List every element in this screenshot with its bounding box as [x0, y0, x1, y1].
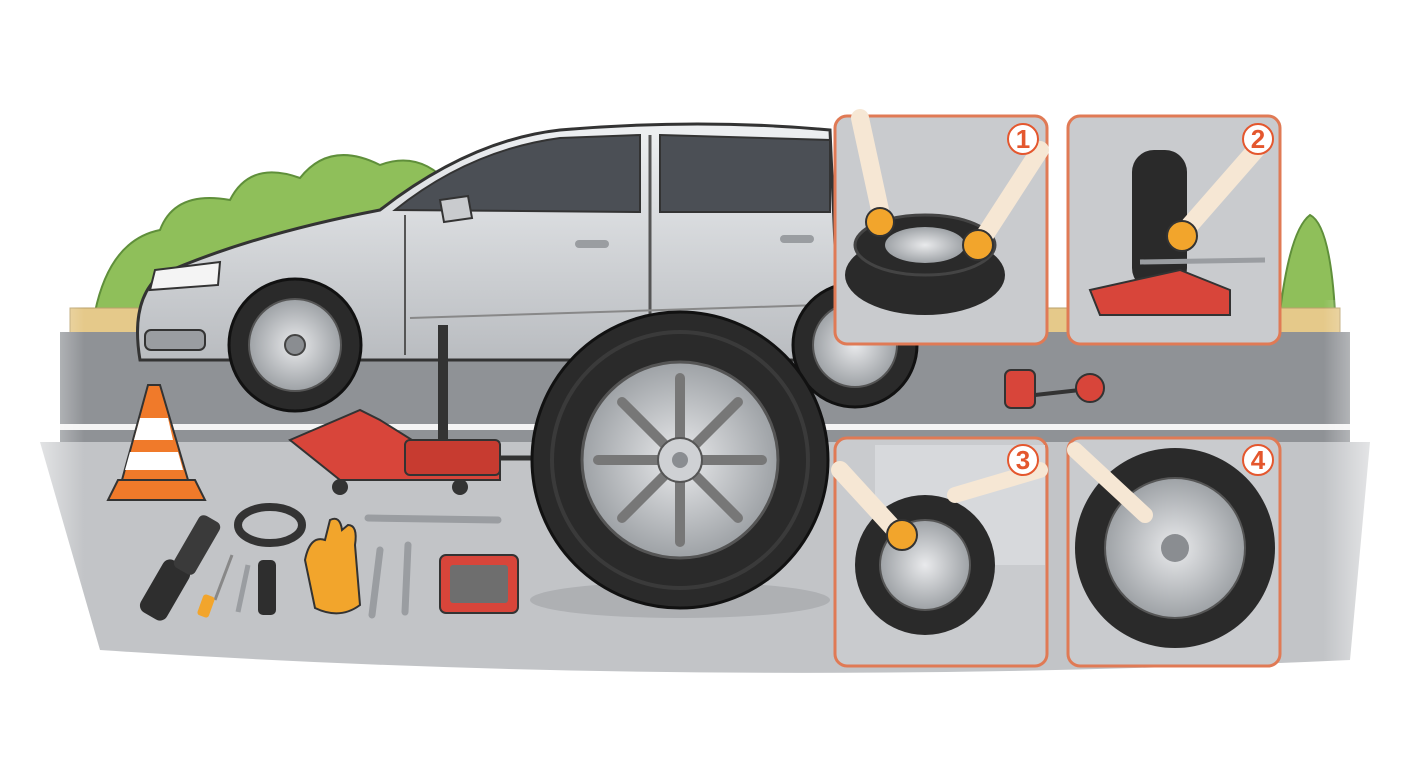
step-2-number: 2 [1251, 124, 1265, 154]
step-4-badge [1242, 444, 1274, 476]
step-2-badge [1242, 123, 1274, 155]
traffic-cone [106, 384, 207, 501]
floor-jack [288, 325, 560, 495]
rubber-hose [234, 503, 306, 547]
spare-tire [530, 310, 830, 618]
step-panel-1: 1 [833, 109, 1049, 346]
step-3-number: 3 [1016, 445, 1030, 475]
lug-wrench [235, 560, 276, 615]
step-panel-3: 3 [831, 436, 1049, 668]
step-4-number: 4 [1251, 445, 1266, 475]
tools-set [139, 503, 519, 621]
gloves [303, 517, 362, 615]
socket-set [439, 554, 519, 614]
screwdriver [197, 554, 234, 618]
step-panel-4: 4 [1066, 436, 1282, 668]
step-panel-2: 2 [1066, 114, 1282, 346]
step-3-badge [1007, 444, 1039, 476]
flashlight [139, 515, 221, 621]
tire-gauge [1004, 369, 1105, 409]
step-1-badge [1007, 123, 1039, 155]
combination-wrench [364, 514, 502, 619]
step-1-number: 1 [1016, 124, 1030, 154]
sedan-car [136, 122, 919, 413]
